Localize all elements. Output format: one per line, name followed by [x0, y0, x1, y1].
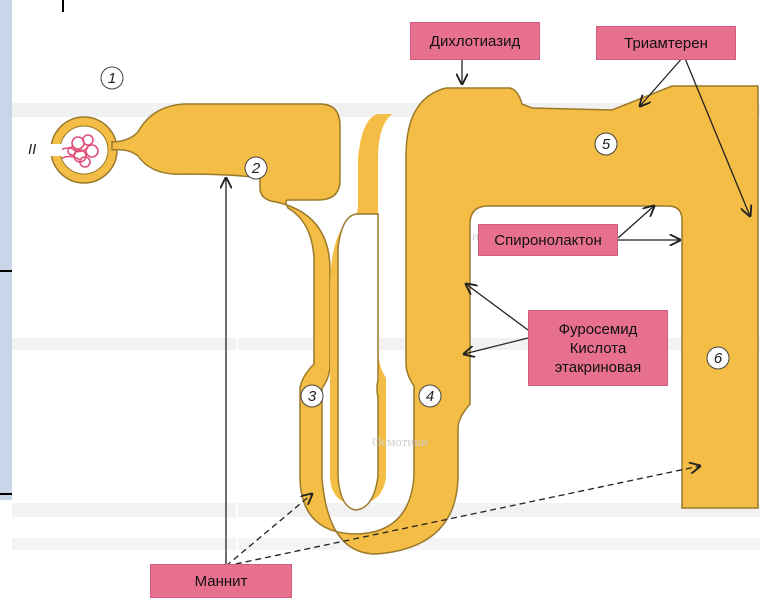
- segment-3-marker: 3: [301, 385, 323, 407]
- segment-5-marker: 5: [595, 133, 617, 155]
- bowman-capsule: [48, 117, 117, 183]
- segment-4-marker: 4: [419, 385, 441, 407]
- segment-2-label: 2: [251, 160, 261, 177]
- segment-1-marker: 1: [101, 67, 123, 89]
- label-dichlothiazide: Дихлотиазид: [410, 22, 540, 60]
- segment-6-marker: 6: [707, 347, 729, 369]
- segment-3-label: 3: [308, 388, 317, 405]
- segment-1-label: 1: [108, 70, 116, 87]
- slide-frame-line: [0, 493, 12, 495]
- segment-2-marker: 2: [245, 157, 267, 179]
- label-furosemide: Фуросемид Кислота этакриновая: [528, 310, 668, 386]
- svg-text:Осмотики: Осмотики: [372, 434, 428, 449]
- label-spironolactone: Спиронолактон: [478, 224, 618, 256]
- arrow-spironolactone-1: [618, 206, 654, 238]
- arrow-furosemide-1: [466, 284, 528, 330]
- label-triamterene: Триамтерен: [596, 26, 736, 60]
- segment-6-label: 6: [714, 350, 723, 367]
- glomerulus-label: II: [28, 141, 36, 158]
- slide-frame-line: [0, 270, 12, 272]
- segment-5-label: 5: [602, 136, 611, 153]
- slide-side-panel: [0, 0, 12, 500]
- segment-4-label: 4: [426, 388, 434, 405]
- nephron-diagram: на Осмотики 1 2 3 4 5 6 II: [12, 8, 760, 608]
- label-mannitol: Маннит: [150, 564, 292, 598]
